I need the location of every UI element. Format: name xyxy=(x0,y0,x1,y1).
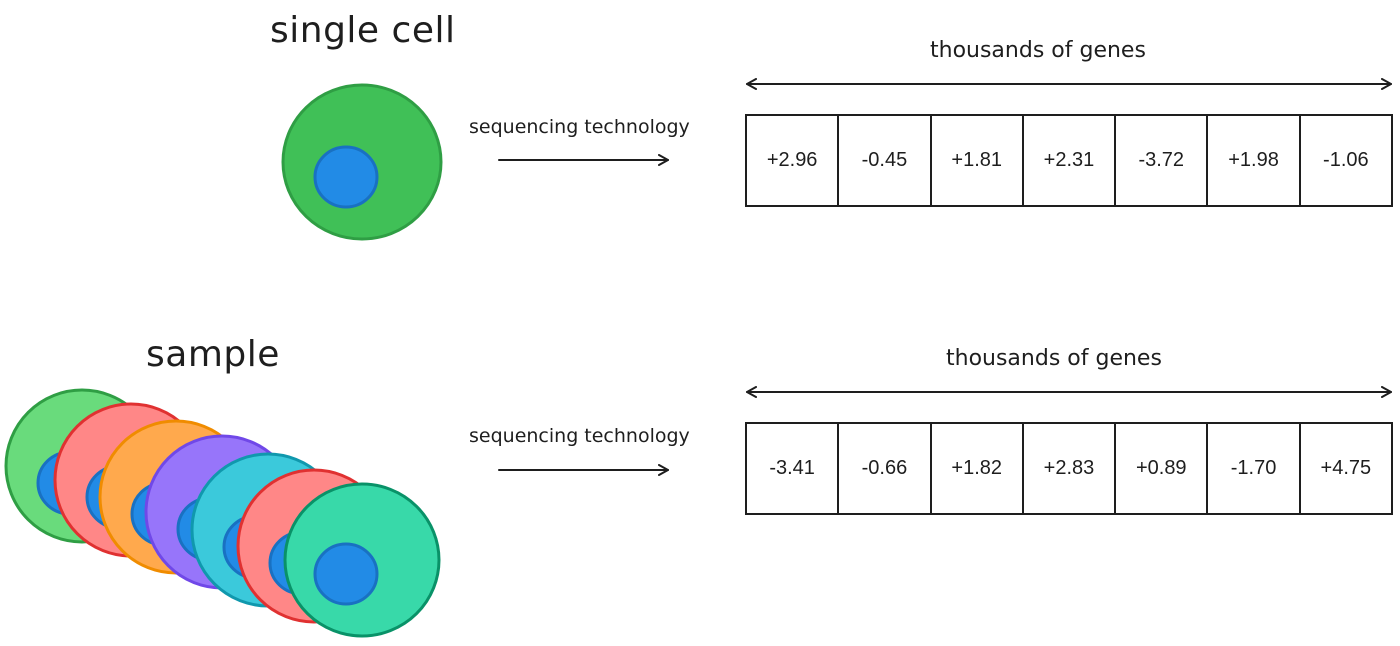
genes-axis-label-sample: thousands of genes xyxy=(946,346,1162,371)
vector-value: +1.82 xyxy=(932,424,1024,513)
sequencing-label-sample: sequencing technology xyxy=(469,425,690,447)
single-cell-title: single cell xyxy=(270,10,456,51)
vector-value: -3.72 xyxy=(1116,116,1209,205)
vector-value: +2.31 xyxy=(1024,116,1117,205)
vector-value: +0.89 xyxy=(1116,424,1209,513)
vector-value: +2.96 xyxy=(747,116,840,205)
expression-vector-sample: -3.41 -0.66 +1.82 +2.83 +0.89 -1.70 +4.7… xyxy=(745,422,1393,515)
sequencing-label-single: sequencing technology xyxy=(469,116,690,138)
vector-value: -3.41 xyxy=(747,424,840,513)
vector-value: -0.66 xyxy=(839,424,932,513)
expression-vector-single: +2.96 -0.45 +1.81 +2.31 -3.72 +1.98 -1.0… xyxy=(745,114,1393,207)
vector-value: -1.70 xyxy=(1208,424,1301,513)
vector-value: +1.98 xyxy=(1208,116,1301,205)
vector-value: -1.06 xyxy=(1323,149,1369,171)
sample-title: sample xyxy=(146,334,280,375)
vector-value: +2.83 xyxy=(1024,424,1117,513)
vector-value: -0.45 xyxy=(839,116,932,205)
sample-cells-icon xyxy=(4,388,441,638)
genes-axis-label-single: thousands of genes xyxy=(930,38,1146,63)
vector-value: +1.81 xyxy=(932,116,1024,205)
single-cell-icon xyxy=(281,83,443,241)
sample-cell xyxy=(283,482,441,638)
vector-value: +4.75 xyxy=(1320,457,1372,479)
